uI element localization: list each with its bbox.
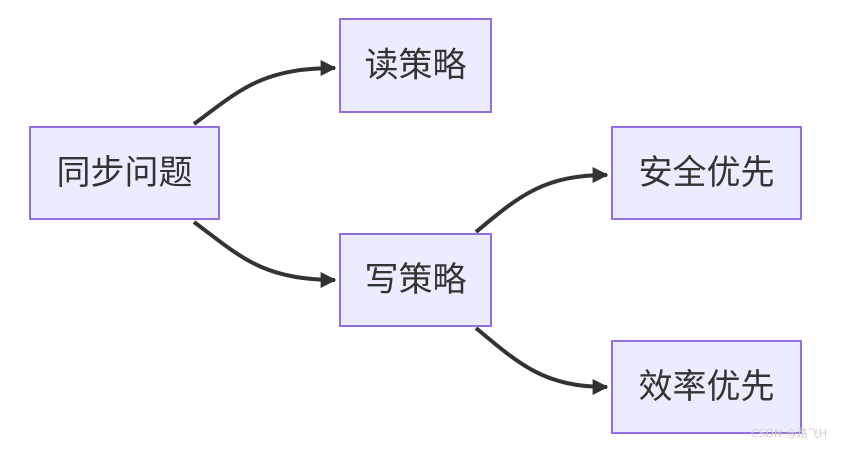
node-read-strategy: 读策略 [339,18,492,113]
node-safety-first: 安全优先 [611,126,802,220]
node-efficiency-first: 效率优先 [611,340,802,434]
node-write-strategy: 写策略 [339,233,492,327]
node-efficiency-first-label: 效率优先 [639,367,775,407]
edge-sync-to-write [192,220,337,288]
edge-sync-to-read [192,60,337,126]
watermark-text: CSDN @路飞H [751,427,827,440]
node-write-strategy-label: 写策略 [365,260,467,300]
node-safety-first-label: 安全优先 [639,153,775,193]
edge-write-to-efficiency [474,326,609,395]
node-sync-problem: 同步问题 [29,126,220,220]
edge-write-to-safety [474,167,609,234]
node-read-strategy-label: 读策略 [365,46,467,86]
node-sync-problem-label: 同步问题 [57,153,193,193]
